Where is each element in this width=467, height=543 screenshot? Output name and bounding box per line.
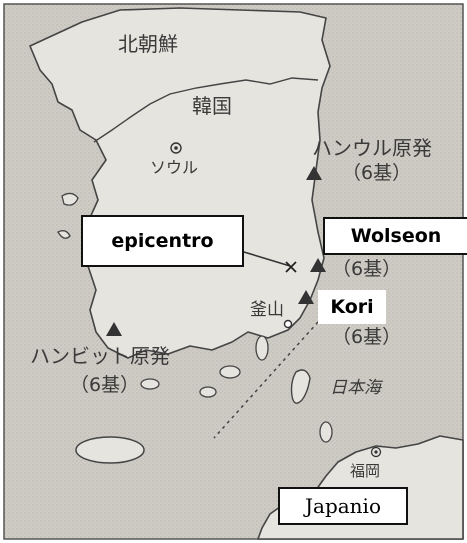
hanbit-plant-marker: [106, 322, 122, 336]
wolseong-plant-count: （6基）: [332, 258, 402, 280]
kori-annotation: Kori: [318, 290, 386, 324]
southern-islands: [140, 335, 269, 398]
tsushima-island: [290, 369, 311, 404]
wolseon-annotation: Wolseon: [323, 217, 467, 255]
busan-marker: [283, 319, 293, 329]
japan-annotation: Japanio: [278, 487, 408, 525]
epicentre-marker: [285, 261, 297, 273]
seoul-label: ソウル: [150, 158, 199, 177]
kori-plant-count: （6基）: [332, 326, 402, 348]
fukuoka-label: 福岡: [350, 462, 381, 480]
fukuoka-marker: [370, 446, 382, 458]
hanul-plant-marker: [306, 166, 322, 180]
sea-of-japan-label: 日本海: [330, 378, 381, 398]
busan-label: 釜山: [250, 300, 284, 320]
inter-korean-border: [93, 77, 319, 143]
iki-island: [319, 421, 333, 443]
seoul-marker: [170, 142, 182, 154]
kori-plant-marker: [298, 290, 314, 304]
maritime-boundary: [213, 321, 319, 439]
epicentro-pointer: [243, 251, 291, 267]
hanbit-plant-label: ハンビット原発: [30, 344, 170, 368]
jeju-island: [75, 436, 145, 464]
west-coast-islands: [57, 192, 79, 239]
korean-peninsula: [29, 7, 331, 359]
south-korea-label: 韓国: [192, 94, 232, 118]
hanul-plant-label: ハンウル原発: [312, 136, 432, 160]
wolseong-plant-marker: [310, 258, 326, 272]
hanbit-plant-count: （6基）: [70, 374, 140, 396]
north-korea-label: 北朝鮮: [118, 32, 178, 56]
hanul-plant-count: （6基）: [342, 162, 412, 184]
epicentro-annotation: epicentro: [81, 215, 244, 267]
